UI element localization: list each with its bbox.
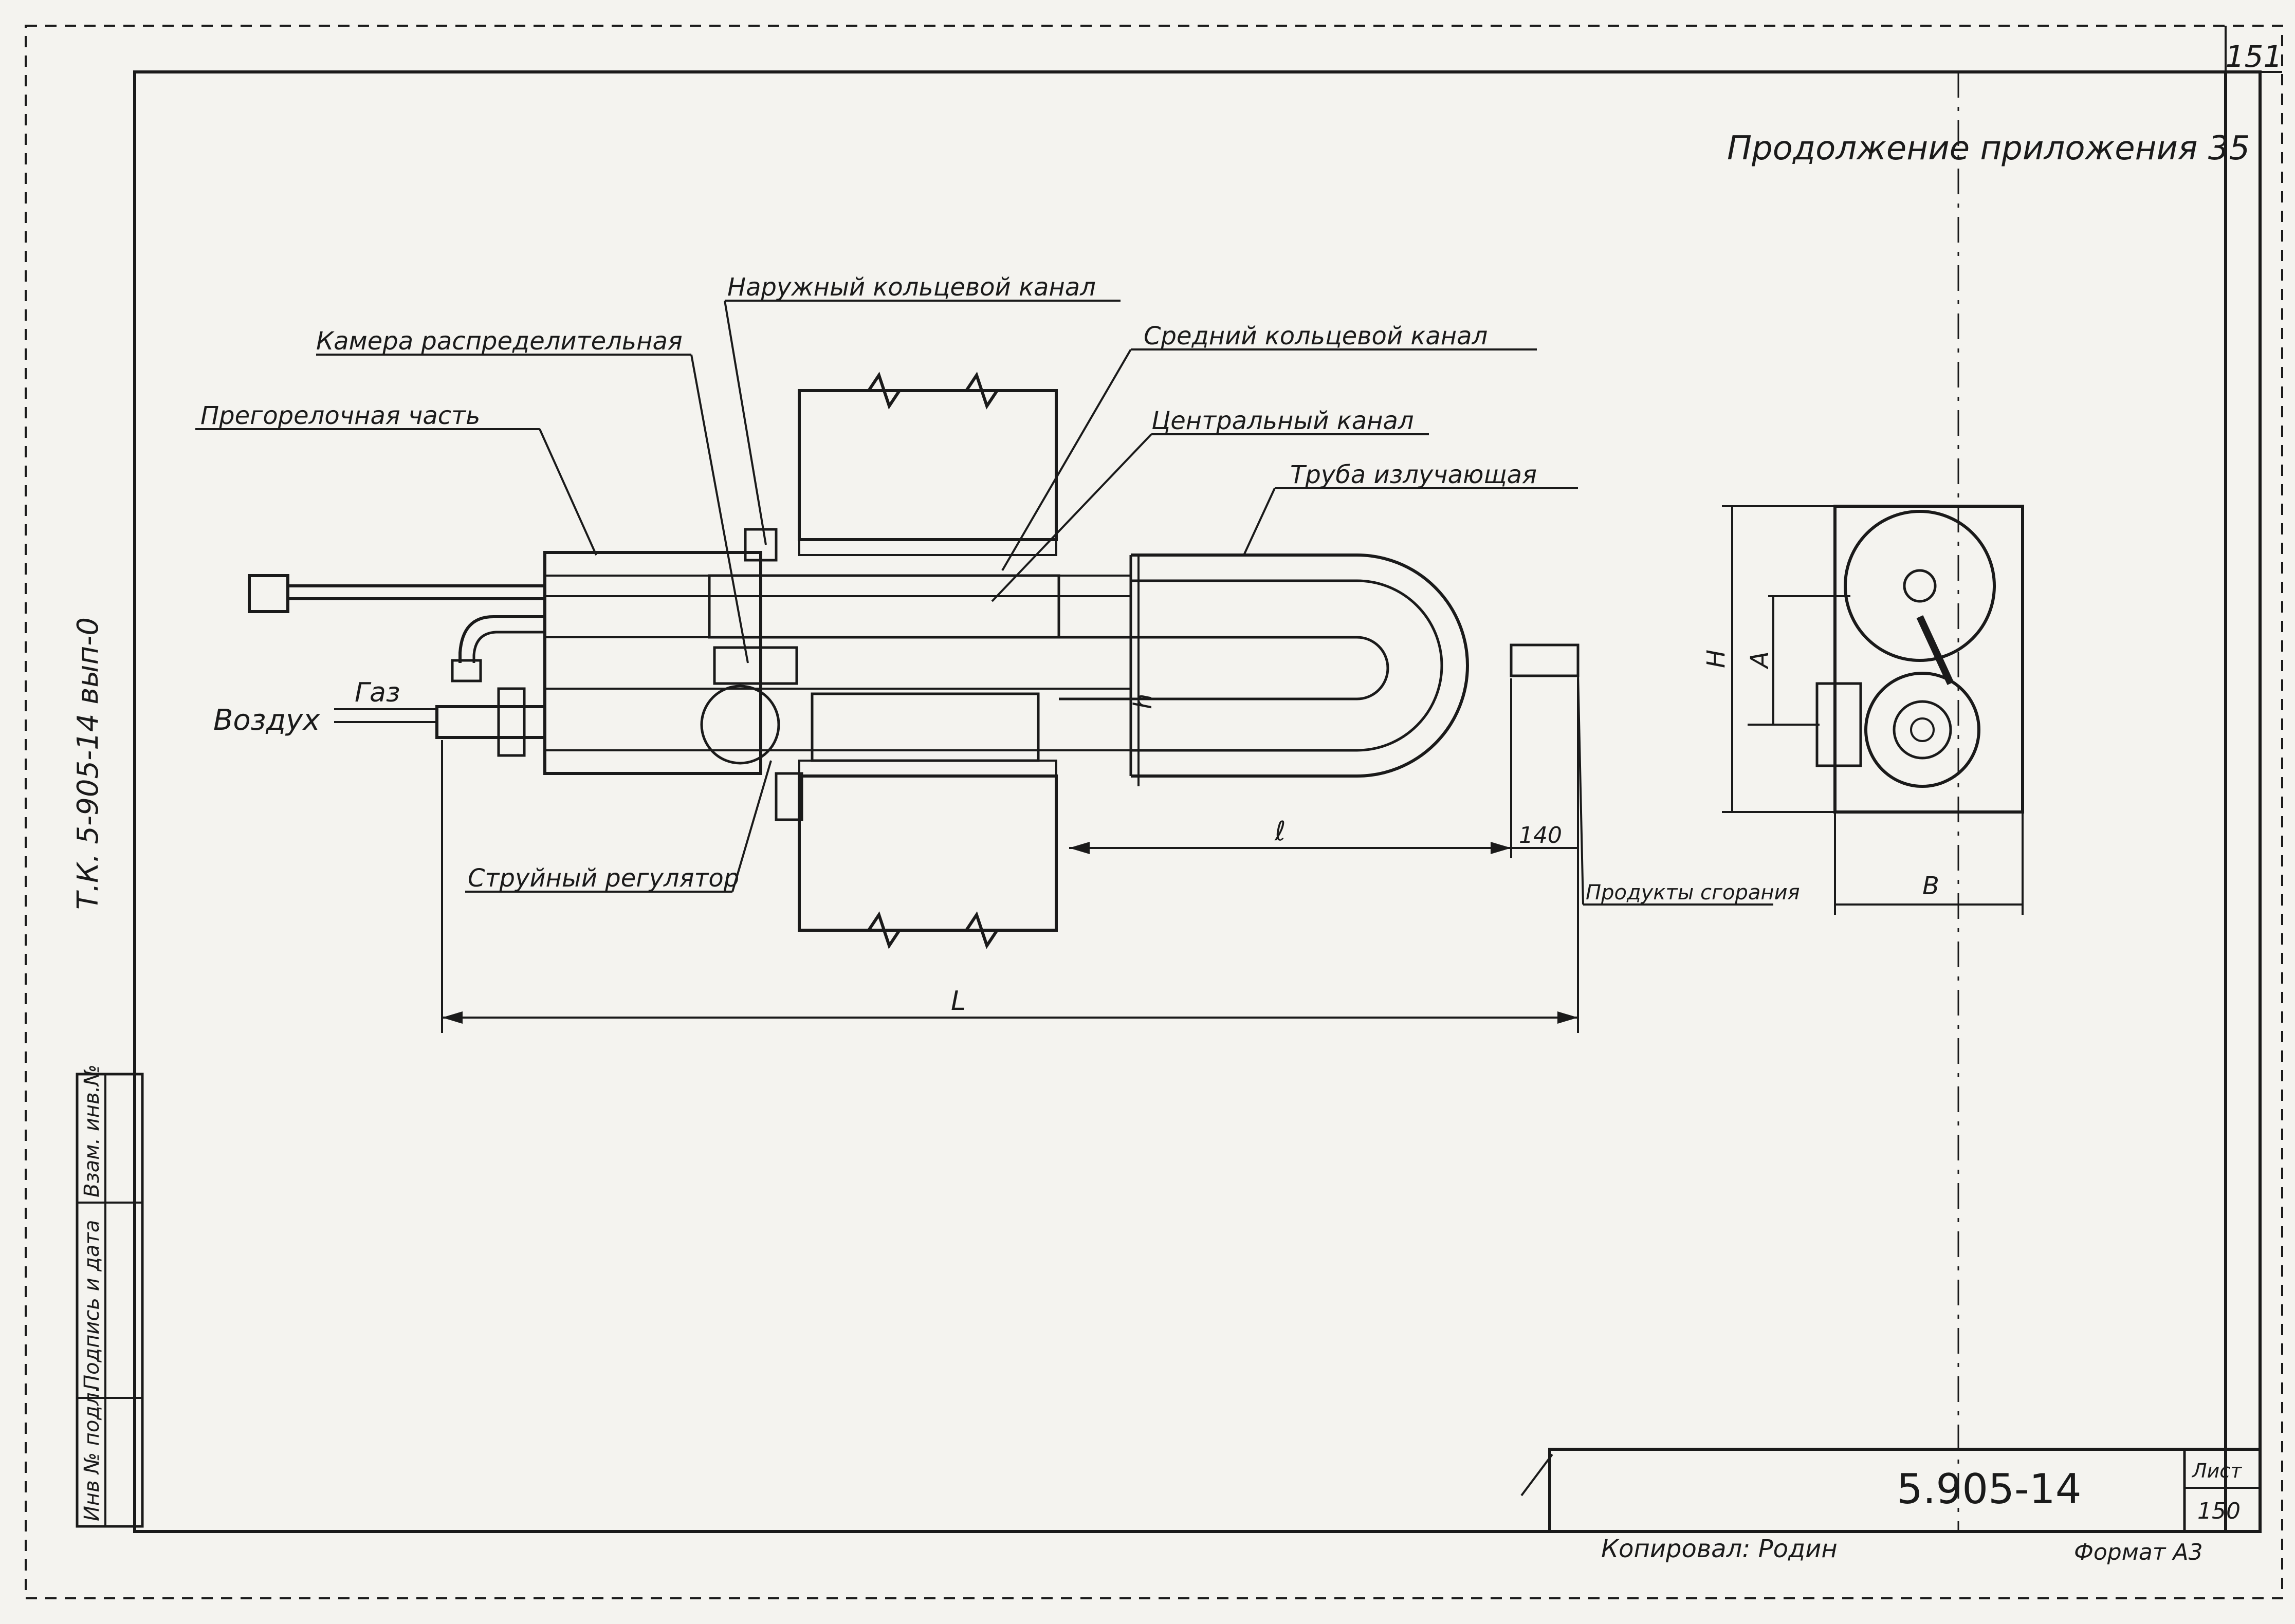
air-inlet-pipe	[435, 705, 546, 739]
dim-H: H	[1702, 650, 1731, 668]
label-radiant-tube: Труба излучающая	[1290, 460, 1537, 489]
furnace-wall-upper	[798, 389, 1058, 541]
dim-L-arrow-right	[1557, 1011, 1578, 1024]
side-stamp-box	[76, 1073, 144, 1528]
sheet-label: Лист	[2191, 1460, 2243, 1482]
end-view-lower-flange	[1864, 672, 1980, 788]
distribution-chamber	[713, 646, 798, 685]
end-view-lower-hub	[1893, 700, 1952, 760]
flange-lower	[775, 772, 803, 821]
leader-middle-channel	[1001, 348, 1132, 571]
dim-140: 140	[1519, 822, 1562, 848]
end-view-diagonal-link	[1916, 615, 1954, 685]
copied-by: Копировал: Родин	[1601, 1535, 1838, 1563]
dim-A: A	[1746, 651, 1774, 670]
dim-l-small-arrow-left	[1069, 842, 1090, 854]
label-outer-annular-channel: Наружный кольцевой канал	[727, 273, 1096, 302]
central-channel	[708, 574, 1060, 639]
dim-l-small: ℓ	[1274, 816, 1286, 847]
wall-insulation-top	[798, 539, 1057, 556]
leader-tube	[1243, 488, 1276, 556]
label-jet-regulator: Струйный регулятор	[468, 864, 739, 893]
precombustion-part-body	[543, 551, 762, 775]
wall-insulation-bottom	[798, 760, 1057, 777]
side-stamp-signature: Подпись и дата	[80, 1220, 104, 1390]
dim-l-small-arrow-right	[1491, 842, 1511, 854]
furnace-wall-lower	[798, 774, 1058, 932]
leader-precomb	[539, 429, 597, 556]
air-inlet-nut	[497, 687, 526, 757]
label-air: Воздух	[213, 704, 320, 737]
leader-distrib	[690, 354, 749, 663]
wall-break-top	[799, 372, 1056, 410]
doc-number: 5.905-14	[1897, 1465, 2082, 1513]
appendix-caption: Продолжение приложения 35	[1727, 130, 2250, 168]
wall-break-bottom	[799, 911, 1056, 949]
end-view-upper-flange	[1844, 510, 1996, 662]
gas-bend-pipe-inner	[472, 631, 545, 663]
sheet-value: 150	[2197, 1498, 2241, 1524]
left-vertical-code: Т.К. 5-905-14 вып-0	[71, 617, 105, 910]
leader-outer-channel	[724, 300, 767, 545]
end-view-side-box	[1815, 682, 1862, 767]
label-precombustion-part: Прегорелочная часть	[200, 401, 480, 430]
title-block	[1548, 1448, 2262, 1533]
jet-regulator-ball	[700, 685, 780, 765]
drawing-frame	[133, 70, 2262, 1533]
label-central-channel: Центральный канал	[1151, 407, 1414, 435]
jet-regulator-packing	[811, 692, 1040, 762]
dim-L-arrow-left	[442, 1011, 463, 1024]
side-stamp-replace: Взам. инв.№	[80, 1064, 104, 1197]
end-view-plate	[1833, 505, 2024, 814]
label-middle-annular-channel: Средний кольцевой канал	[1144, 322, 1488, 350]
radiant-tube-outer	[1131, 553, 1469, 778]
gas-line-end-cap	[248, 574, 289, 613]
title-block-tick	[1520, 1453, 1553, 1497]
side-stamp-inv-no: Инв № подл.	[80, 1386, 104, 1521]
gas-bend-pipe	[458, 615, 545, 663]
sheet-number-corner: 151	[2226, 39, 2283, 74]
format: Формат А3	[2074, 1539, 2203, 1565]
radiant-tube-inner	[1131, 579, 1443, 752]
dim-B: B	[1922, 872, 1939, 900]
leader-jet-regulator	[731, 760, 772, 892]
end-view-upper-hub	[1903, 569, 1937, 603]
gas-nozzle	[451, 659, 482, 682]
label-gas: Газ	[355, 677, 400, 708]
label-combustion-products: Продукты сгорания	[1586, 881, 1800, 905]
dim-L: L	[951, 986, 966, 1017]
label-distribution-chamber: Камера распределительная	[316, 327, 683, 356]
exhaust-outlet	[1510, 643, 1580, 677]
flange-upper	[744, 528, 778, 562]
leader-central	[991, 433, 1152, 602]
radiant-tube-center-return	[1059, 636, 1389, 700]
dim-h: h	[1129, 694, 1158, 709]
end-view-lower-core	[1910, 717, 1935, 742]
